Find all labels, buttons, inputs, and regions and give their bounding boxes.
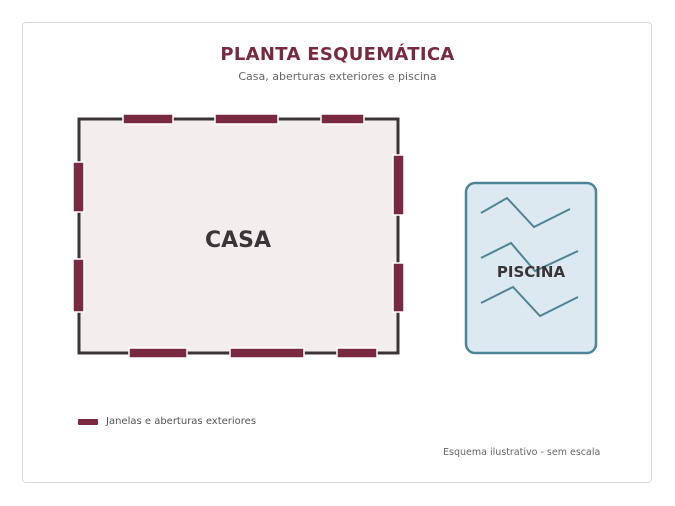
opening-top-3 (320, 113, 365, 125)
opening-bottom-1 (128, 347, 188, 359)
opening-left-2 (72, 258, 85, 313)
legend: Janelas e aberturas exteriores (78, 416, 256, 427)
house: CASA (72, 113, 405, 359)
opening-left-1 (72, 161, 85, 213)
opening-right-2 (392, 262, 405, 313)
page-title: PLANTA ESQUEMÁTICA (220, 44, 455, 65)
house-floor (79, 119, 398, 353)
legend-swatch (78, 418, 98, 425)
pool-wave-2 (480, 241, 579, 273)
legend-label: Janelas e aberturas exteriores (106, 416, 257, 427)
opening-top-2 (214, 113, 279, 125)
pool-wave-3 (480, 285, 579, 318)
pool-basin (464, 181, 598, 355)
opening-bottom-3 (336, 347, 378, 359)
page-subtitle: Casa, aberturas exteriores e piscina (238, 70, 437, 83)
opening-top-1 (122, 113, 174, 125)
house-label: CASA (205, 228, 271, 253)
pool: PISCINA (464, 181, 598, 355)
pool-wave-1 (480, 196, 571, 229)
opening-bottom-2 (229, 347, 305, 359)
pool-label: PISCINA (497, 263, 566, 281)
scale-note: Esquema ilustrativo - sem escala (443, 447, 601, 458)
opening-right-1 (392, 154, 405, 216)
